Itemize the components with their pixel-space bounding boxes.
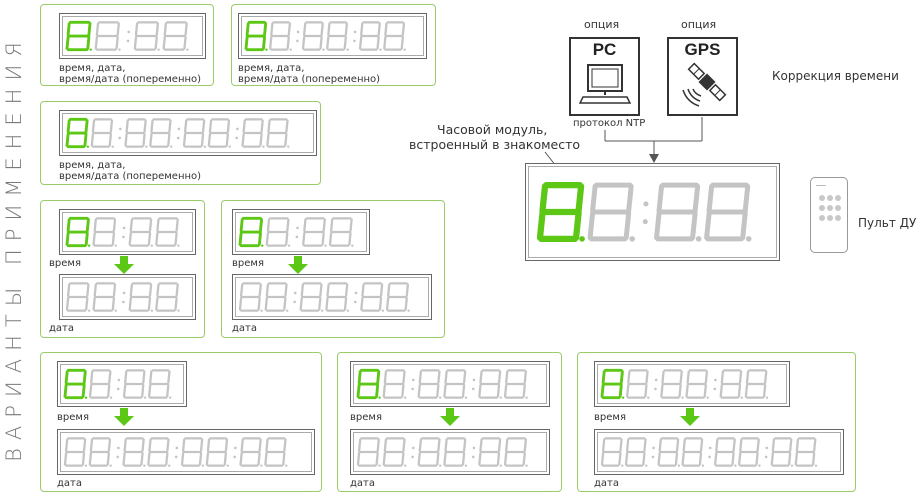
display-date bbox=[232, 274, 432, 320]
caption-line-2: время/дата (попеременно) bbox=[238, 74, 381, 85]
display-time bbox=[594, 361, 790, 407]
caption-date: дата bbox=[594, 478, 619, 489]
display-time bbox=[232, 209, 370, 255]
variant-time-date-alt-6: время, дата, время/дата (попеременно) bbox=[231, 4, 436, 86]
display-time bbox=[350, 361, 550, 407]
caption-time: время bbox=[594, 412, 626, 423]
main-display bbox=[525, 163, 780, 261]
caption-line-1: время, дата, bbox=[59, 160, 126, 171]
seven-segment-digits bbox=[238, 216, 354, 248]
remote-label: Пульт ДУ bbox=[858, 216, 917, 230]
module-label-2: встроенный в знакоместо bbox=[409, 137, 581, 152]
down-arrow-icon bbox=[114, 256, 134, 274]
variant-time-date-alt-8: время, дата, время/дата (попеременно) bbox=[40, 101, 321, 185]
down-arrow-icon bbox=[288, 256, 308, 274]
display-4digit bbox=[59, 13, 206, 59]
caption-date: дата bbox=[350, 478, 375, 489]
seven-segment-digits bbox=[536, 181, 752, 243]
display-date bbox=[59, 274, 196, 320]
pc-label: PC bbox=[592, 40, 617, 59]
seven-segment-digits bbox=[356, 437, 528, 467]
seven-segment-digits bbox=[65, 282, 180, 312]
down-arrow-icon bbox=[680, 408, 700, 426]
gps-label: GPS bbox=[684, 40, 721, 59]
seven-segment-digits bbox=[356, 368, 528, 400]
caption-date: дата bbox=[57, 478, 82, 489]
variant-time6-date8: время дата bbox=[577, 352, 856, 492]
variant-time-and-date-4: время дата bbox=[40, 200, 205, 338]
ntp-label: протокол NTP bbox=[573, 118, 646, 129]
caption-line-1: время, дата, bbox=[59, 63, 126, 74]
down-arrow-icon bbox=[440, 408, 460, 426]
caption-time: время bbox=[57, 412, 89, 423]
caption-date: дата bbox=[232, 323, 257, 334]
display-date bbox=[350, 429, 550, 475]
variant-time-and-date-6: время дата bbox=[221, 200, 445, 338]
seven-segment-digits bbox=[238, 282, 410, 312]
seven-segment-digits bbox=[65, 117, 290, 149]
seven-segment-digits bbox=[63, 437, 288, 467]
caption-time: время bbox=[232, 258, 264, 269]
seven-segment-digits bbox=[63, 368, 172, 400]
caption-line-2: время/дата (попеременно) bbox=[59, 171, 202, 182]
gps-box: GPS bbox=[667, 37, 738, 116]
caption-date: дата bbox=[49, 323, 74, 334]
remote-control-icon bbox=[810, 177, 848, 253]
display-8digit bbox=[59, 110, 317, 156]
seven-segment-digits bbox=[65, 20, 189, 52]
seven-segment-digits bbox=[65, 216, 180, 248]
pc-box: PC bbox=[569, 37, 640, 116]
caption-time: время bbox=[350, 412, 382, 423]
display-date bbox=[594, 429, 844, 475]
caption-line-1: время, дата, bbox=[238, 63, 305, 74]
option-gps-label: опция bbox=[681, 18, 717, 31]
variant-time-and-date-8: время дата bbox=[40, 352, 322, 492]
side-title: ВАРИАНТЫ ПРИМЕНЕНИЯ bbox=[2, 34, 26, 462]
caption-time: время bbox=[49, 258, 81, 269]
correction-label: Коррекция времени bbox=[772, 69, 899, 83]
display-time bbox=[59, 209, 196, 255]
display-time bbox=[57, 361, 187, 407]
display-date bbox=[57, 429, 315, 475]
computer-icon bbox=[579, 64, 631, 104]
down-arrow-icon bbox=[114, 408, 134, 426]
satellite-icon bbox=[682, 62, 727, 107]
option-pc-label: опция bbox=[584, 18, 620, 31]
caption-line-2: время/дата (попеременно) bbox=[59, 74, 202, 85]
display-6digit bbox=[238, 13, 427, 59]
seven-segment-digits bbox=[600, 368, 769, 400]
seven-segment-digits bbox=[244, 20, 406, 52]
module-label-1: Часовой модуль, bbox=[437, 122, 548, 137]
seven-segment-digits bbox=[600, 437, 818, 467]
variant-time6-date6: время дата bbox=[337, 352, 562, 492]
variant-time-date-alt-4: время, дата, время/дата (попеременно) bbox=[40, 4, 214, 86]
